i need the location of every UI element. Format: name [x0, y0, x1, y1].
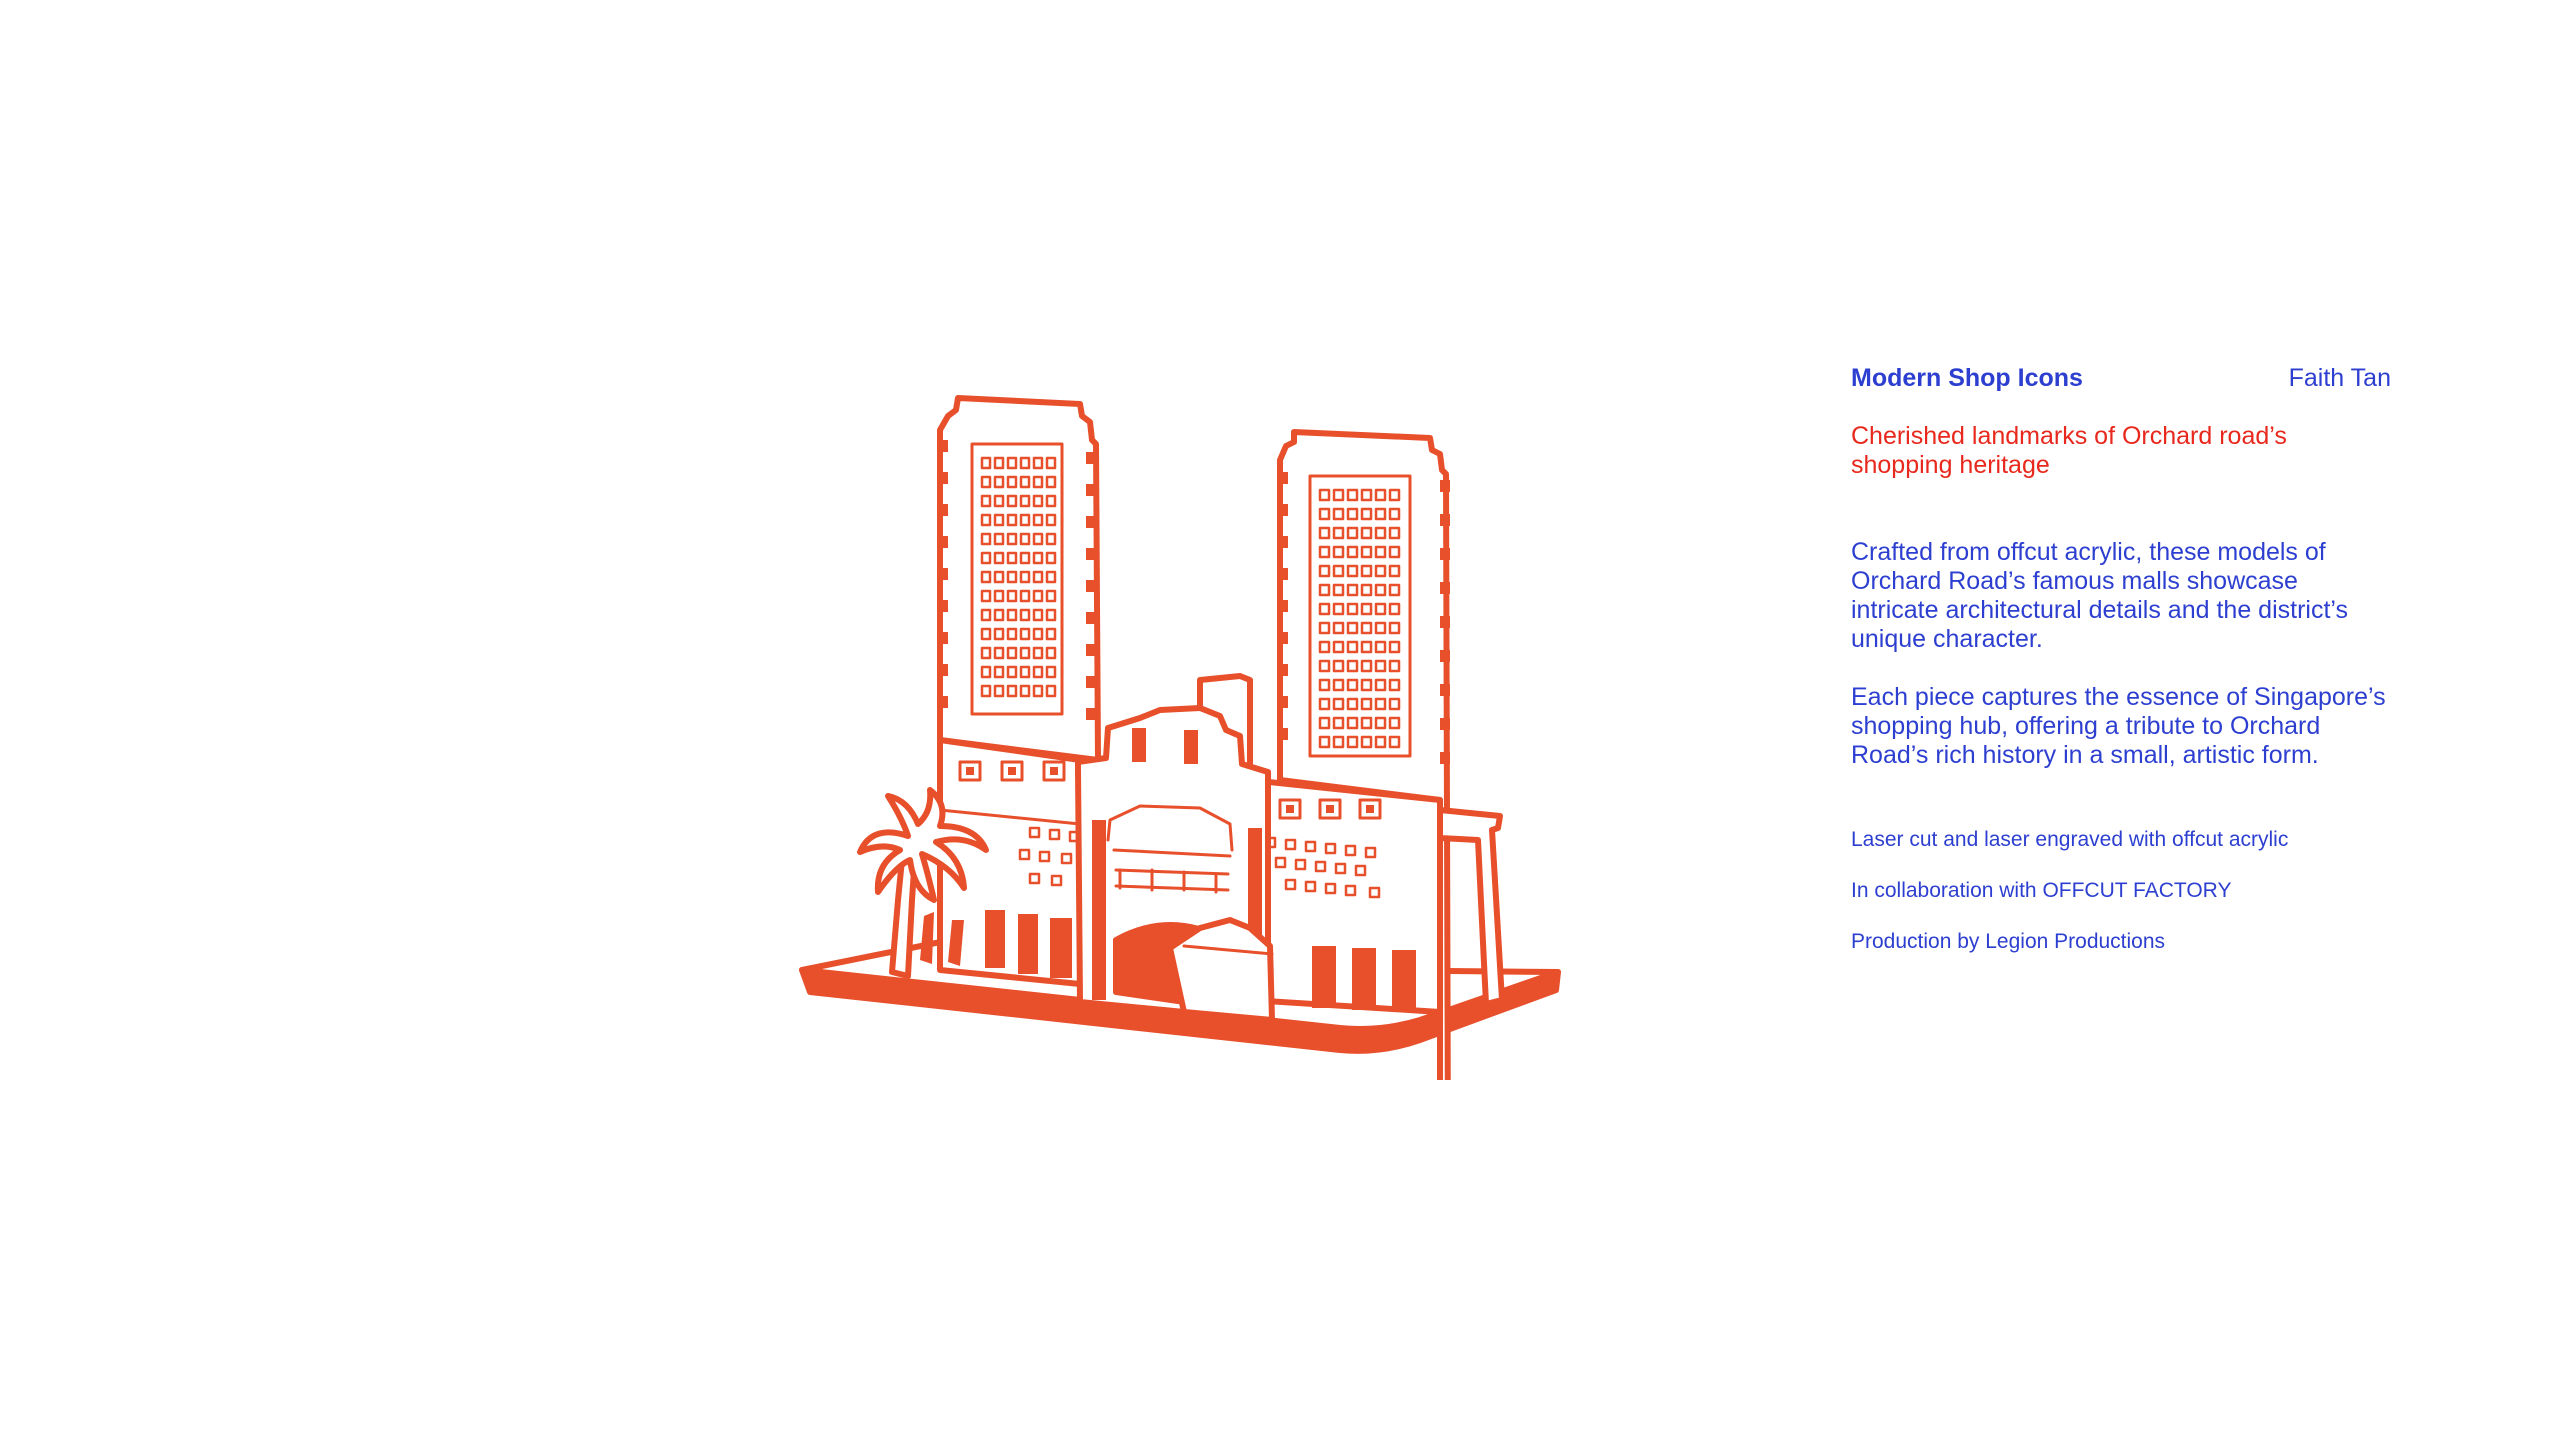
- mall-model-illustration: [780, 380, 1580, 1163]
- credit-production: Production by Legion Productions: [1851, 930, 2166, 953]
- project-info-panel: Modern Shop Icons Faith Tan Cherished la…: [1851, 364, 2391, 981]
- description-paragraph-1: Crafted from offcut acrylic, these model…: [1851, 538, 2348, 653]
- description-paragraph-2: Each piece captures the essence of Singa…: [1851, 683, 2386, 769]
- left-tower: [937, 395, 1101, 763]
- project-tagline: Cherished landmarks of Orchard road’s sh…: [1851, 422, 2287, 479]
- credits-list: Laser cut and laser engraved with offcut…: [1851, 828, 2391, 954]
- title-row: Modern Shop Icons Faith Tan: [1851, 364, 2391, 404]
- mall-model-icon: [799, 395, 1561, 1163]
- credit-materials: Laser cut and laser engraved with offcut…: [1851, 828, 2289, 851]
- project-title: Modern Shop Icons: [1851, 364, 2083, 392]
- credit-collaboration: In collaboration with OFFCUT FACTORY: [1851, 879, 2232, 902]
- project-author: Faith Tan: [2288, 364, 2391, 392]
- palm-tree-icon: [857, 787, 989, 979]
